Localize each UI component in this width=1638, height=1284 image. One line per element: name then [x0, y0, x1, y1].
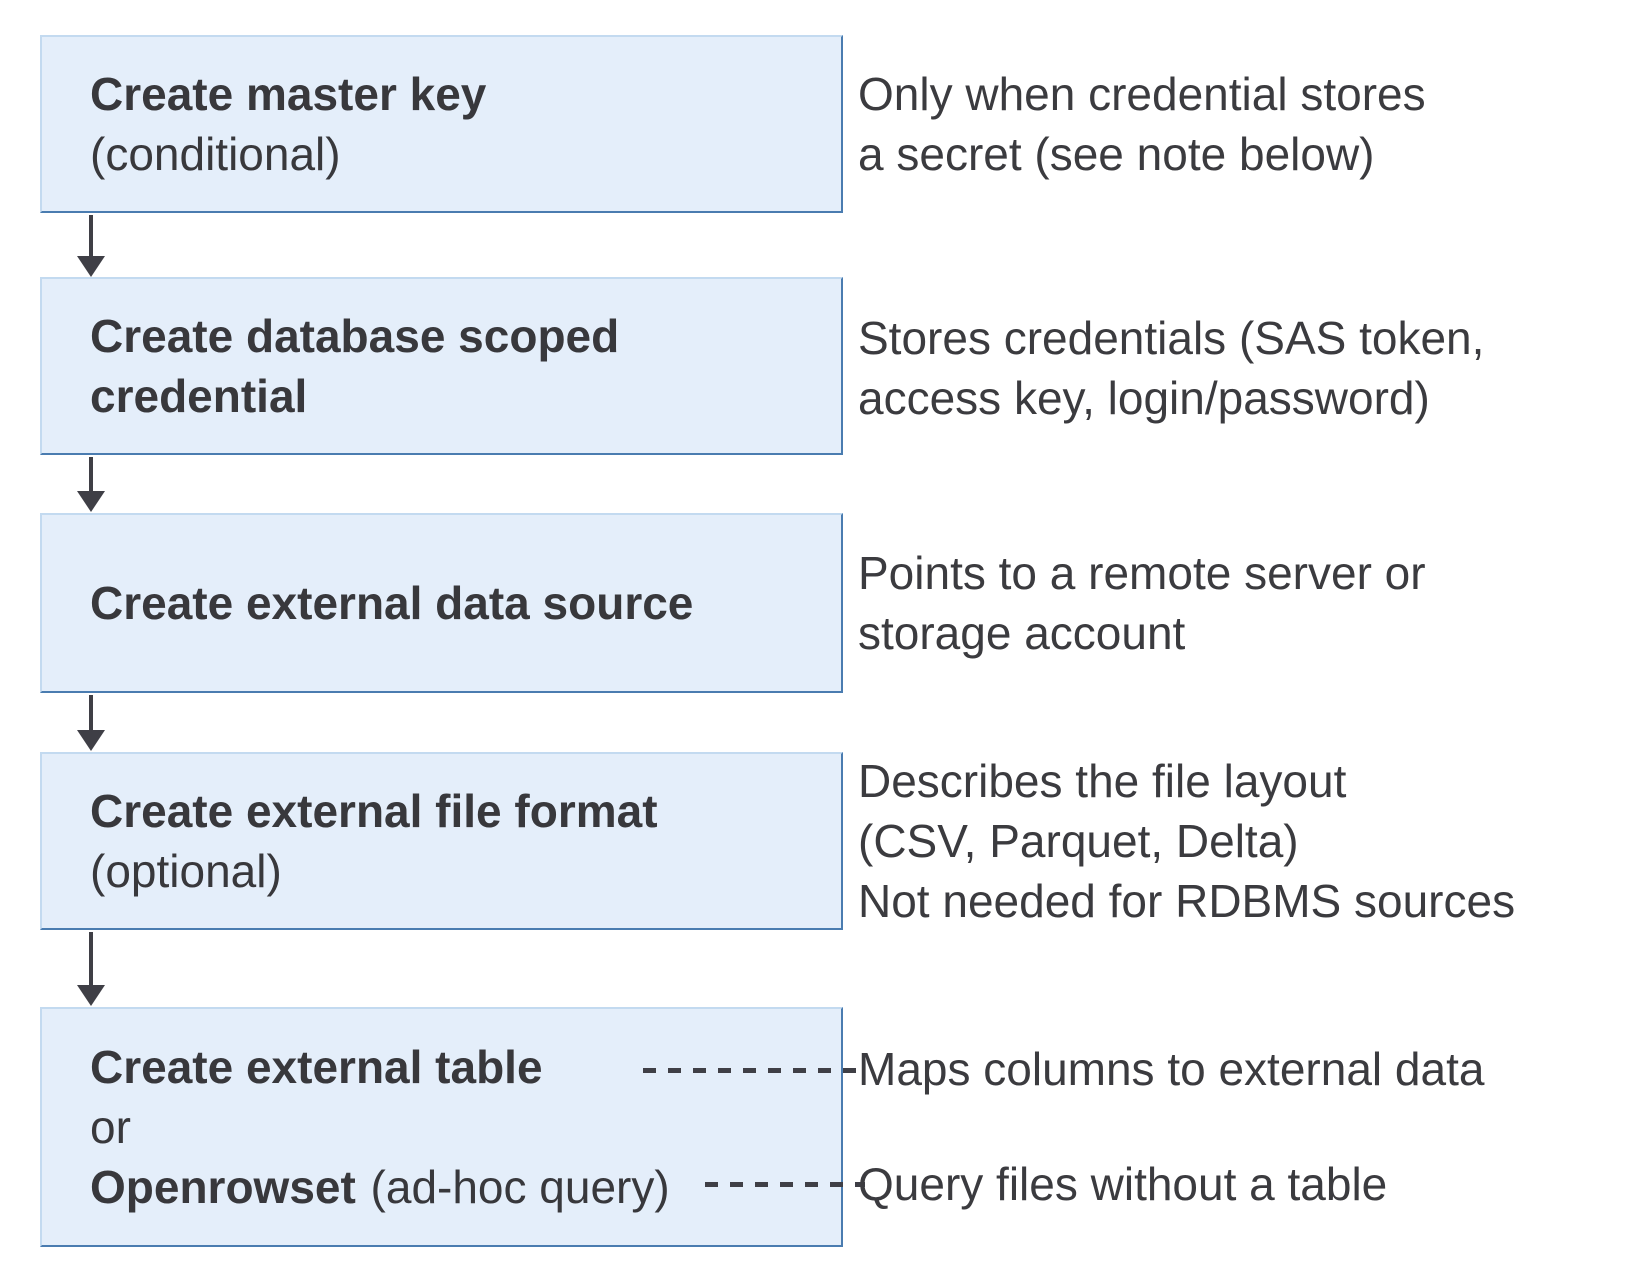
box-title: Create master key: [90, 68, 487, 120]
annotation-data-source: Points to a remote server or storage acc…: [858, 543, 1628, 663]
annotation-line: Query files without a table: [858, 1158, 1388, 1210]
annotation-master-key: Only when credential stores a secret (se…: [858, 64, 1628, 184]
annotation-scoped-credential: Stores credentials (SAS token, access ke…: [858, 308, 1628, 428]
dashed-connector-external-table: [643, 1068, 865, 1073]
dashed-connector-openrowset: [705, 1182, 865, 1187]
flow-arrow-icon: [77, 457, 105, 512]
annotation-line: Points to a remote server or: [858, 547, 1426, 599]
annotation-line: Maps columns to external data: [858, 1043, 1485, 1095]
box-alt-title: Openrowset: [90, 1161, 356, 1213]
box-create-external-file-format: Create external file format (optional): [40, 752, 843, 930]
box-title: Create external data source: [90, 577, 694, 629]
flow-arrow-icon: [77, 695, 105, 751]
arrow-head: [77, 256, 105, 277]
annotation-line: access key, login/password): [858, 372, 1430, 424]
box-alt-title-line: Openrowset (ad-hoc query): [90, 1157, 821, 1217]
box-qualifier: (conditional): [90, 128, 341, 180]
box-create-external-data-source: Create external data source: [40, 513, 843, 693]
annotation-line: Stores credentials (SAS token,: [858, 312, 1485, 364]
box-create-master-key: Create master key (conditional): [40, 35, 843, 213]
annotation-file-format: Describes the file layout (CSV, Parquet,…: [858, 751, 1628, 931]
annotation-line: Describes the file layout: [858, 755, 1347, 807]
arrow-shaft: [89, 215, 93, 258]
annotation-line: a secret (see note below): [858, 128, 1375, 180]
box-alt-qualifier: (ad-hoc query): [370, 1161, 670, 1213]
box-title: Create external file format: [90, 785, 658, 837]
arrow-head: [77, 491, 105, 512]
box-qualifier: (optional): [90, 845, 282, 897]
annotation-line: storage account: [858, 607, 1186, 659]
arrow-shaft: [89, 932, 93, 987]
arrow-shaft: [89, 695, 93, 732]
annotation-line: Only when credential stores: [858, 68, 1426, 120]
flow-arrow-icon: [77, 215, 105, 277]
annotation-line: (CSV, Parquet, Delta): [858, 815, 1299, 867]
annotation-external-table: Maps columns to external data: [858, 1039, 1628, 1099]
annotation-openrowset: Query files without a table: [858, 1154, 1628, 1214]
box-create-database-scoped-credential: Create database scoped credential: [40, 277, 843, 455]
arrow-head: [77, 730, 105, 751]
arrow-head: [77, 985, 105, 1006]
box-title-line2: credential: [90, 370, 308, 422]
box-create-external-table-or-openrowset: Create external table or Openrowset (ad-h…: [40, 1007, 843, 1247]
flow-arrow-icon: [77, 932, 105, 1006]
annotation-line: Not needed for RDBMS sources: [858, 875, 1516, 927]
box-title: Create database scoped: [90, 310, 620, 362]
box-title: Create external table: [90, 1041, 543, 1093]
box-or-label: or: [90, 1101, 131, 1153]
arrow-shaft: [89, 457, 93, 493]
